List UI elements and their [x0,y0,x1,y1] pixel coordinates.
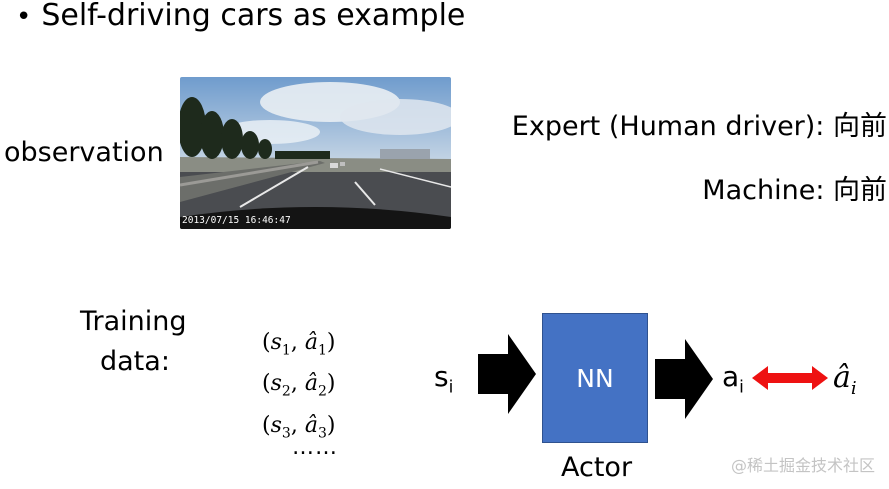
input-state-label: si [434,360,454,398]
dashcam-timestamp: 2013/07/15 16:46:47 [182,215,291,226]
slide-title: Self-driving cars as example [41,0,466,33]
dashcam-photo: 2013/07/15 16:46:47 [180,77,451,229]
output-action-label: ai [722,360,744,398]
slide-bullet: • Self-driving cars as example [16,0,465,33]
bullet-dot: • [16,2,32,32]
watermark: @稀土掘金技术社区 [730,456,875,475]
actor-label: Actor [561,452,633,483]
output-arrow-icon [655,339,713,419]
expert-action-label: âi [833,360,857,399]
expert-label: Expert (Human driver): 向前 [511,111,887,142]
training-label-line2: data: [100,346,170,377]
training-pairs: (s1, â1) (s2, â2) (s3, â3) [262,326,335,450]
nn-box: NN [542,313,648,443]
training-pair: (s2, â2) [262,371,336,400]
more-pairs-ellipsis: …… [292,435,338,460]
machine-label: Machine: 向前 [702,175,887,206]
observation-label: observation [4,137,164,168]
training-pair: (s1, â1) [262,330,336,359]
dashcam-image: 2013/07/15 16:46:47 [180,77,451,229]
training-pair: (s3, â3) [262,412,336,442]
compare-double-arrow-icon [752,366,828,390]
input-arrow-icon [478,334,536,414]
nn-label: NN [576,363,614,393]
training-label-line1: Training [80,306,187,337]
